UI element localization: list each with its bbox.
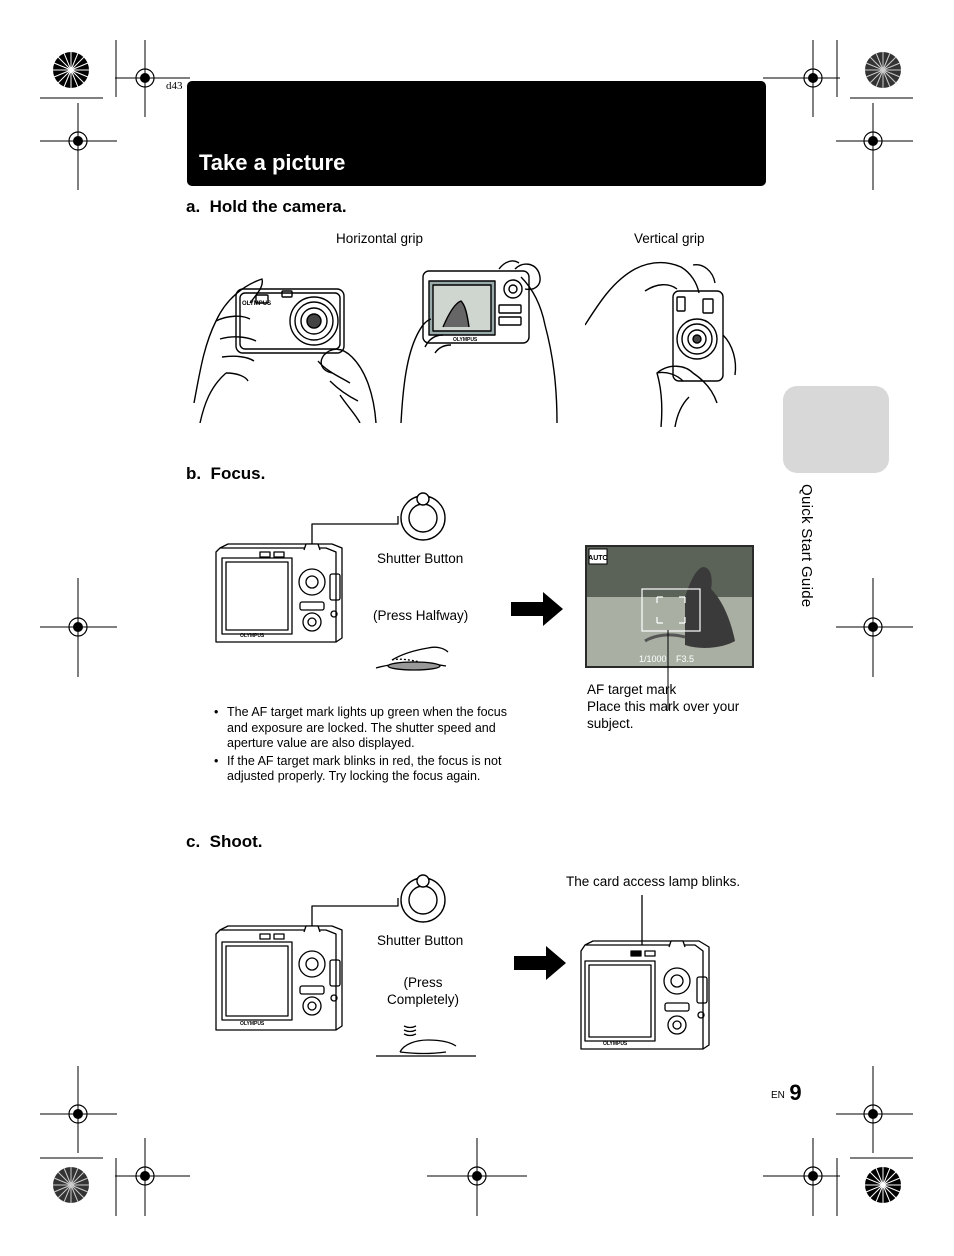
arrow-right-icon xyxy=(514,946,566,980)
side-tab-label: Quick Start Guide xyxy=(798,484,815,608)
brand-text-lamp: OLYMPUS xyxy=(603,1041,628,1047)
vertical-grip-illustration xyxy=(585,262,737,427)
brand-text-front: OLYMPUS xyxy=(242,301,271,307)
focus-note-item: The AF target mark lights up green when … xyxy=(212,705,512,752)
camera-back-shoot-illustration: OLYMPUS xyxy=(215,874,476,1057)
arrow-right-icon xyxy=(511,592,563,626)
file-code: d43 xyxy=(166,80,183,92)
brand-text-focus: OLYMPUS xyxy=(240,633,265,639)
page-title: Take a picture xyxy=(199,150,346,175)
camera-back-focus-illustration: OLYMPUS xyxy=(215,492,449,671)
shoot-shutter-button-label: Shutter Button xyxy=(377,933,464,948)
focus-notes: The AF target mark lights up green when … xyxy=(212,705,512,787)
lcd-screen-preview: AUTO 1/1000 F3.5 xyxy=(585,545,754,668)
focus-note-item: If the AF target mark blinks in red, the… xyxy=(212,754,512,785)
focus-shutter-button-label: Shutter Button xyxy=(377,551,464,566)
horizontal-grip-back-illustration: OLYMPUS xyxy=(400,260,558,423)
shoot-press-completely-label: (Press Completely) xyxy=(386,975,460,1007)
horizontal-grip-label: Horizontal grip xyxy=(336,231,424,246)
page-number-value: 9 xyxy=(789,1080,802,1105)
starburst-mark-bottom-right xyxy=(865,1167,901,1203)
section-hold-heading: a. Hold the camera. xyxy=(186,197,347,216)
af-caption-title: AF target mark xyxy=(587,682,677,697)
title-banner: Take a picture xyxy=(187,81,766,186)
shutter-speed-readout: 1/1000 xyxy=(639,654,667,664)
starburst-mark-top-left xyxy=(53,52,89,88)
brand-text-back: OLYMPUS xyxy=(453,337,478,343)
af-callout-line xyxy=(667,630,669,710)
starburst-mark-top-right xyxy=(865,52,901,88)
section-shoot-heading: c. Shoot. xyxy=(186,832,263,851)
section-focus-heading: b. Focus. xyxy=(186,464,266,483)
starburst-mark-bottom-left xyxy=(53,1167,89,1203)
card-lamp-caption: The card access lamp blinks. xyxy=(566,874,741,889)
vertical-grip-label: Vertical grip xyxy=(634,231,705,246)
focus-press-halfway-label: (Press Halfway) xyxy=(373,608,469,623)
auto-mode-badge: AUTO xyxy=(588,555,608,562)
horizontal-grip-front-illustration: OLYMPUS xyxy=(193,278,377,423)
page-number: EN 9 xyxy=(771,1080,802,1106)
camera-back-lamp-illustration: OLYMPUS xyxy=(580,895,710,1050)
af-target-caption: AF target mark Place this mark over your… xyxy=(587,681,762,732)
side-tab xyxy=(783,386,889,473)
aperture-readout: F3.5 xyxy=(676,654,694,664)
af-caption-body: Place this mark over your subject. xyxy=(587,699,740,731)
language-code: EN xyxy=(771,1090,785,1101)
brand-text-shoot: OLYMPUS xyxy=(240,1021,265,1027)
